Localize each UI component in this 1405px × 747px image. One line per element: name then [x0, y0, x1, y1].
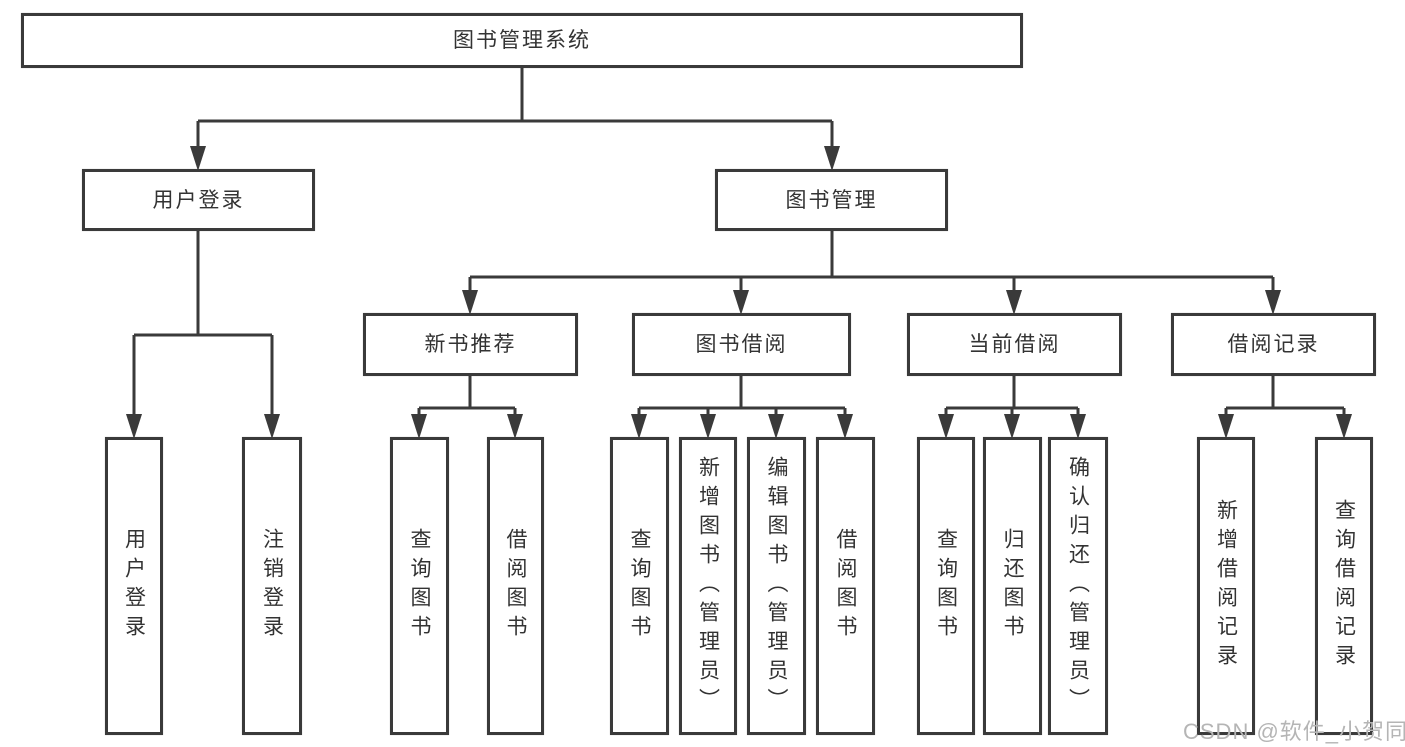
leaf-logout: 注销登录 [242, 437, 302, 735]
connector-bookmgmt-to-level3 [468, 231, 1275, 295]
leaf-query-borrow-record-label: 查询借阅记录 [1332, 499, 1356, 673]
connector-borrowrecords-to-leaves [1224, 376, 1346, 418]
node-book-borrow: 图书借阅 [632, 313, 851, 376]
leaf-borrow-books-recommend-label: 借阅图书 [504, 528, 527, 644]
node-user-login-label: 用户登录 [152, 188, 245, 212]
csdn-watermark: CSDN @软件_小贺同学 [1183, 719, 1405, 744]
arrowheads [126, 146, 1352, 439]
leaf-user-login: 用户登录 [105, 437, 163, 735]
leaf-return-books: 归还图书 [983, 437, 1042, 735]
node-borrow-records-label: 借阅记录 [1227, 333, 1320, 356]
leaf-edit-books-admin: 编辑图书（管理员） [747, 437, 806, 735]
leaf-confirm-return-admin: 确认归还（管理员） [1048, 437, 1108, 735]
leaf-borrow-books-label: 借阅图书 [834, 528, 857, 644]
leaf-query-books-recommend-label: 查询图书 [408, 528, 431, 644]
connector-bookborrow-to-leaves [637, 376, 847, 418]
node-root: 图书管理系统 [21, 13, 1023, 68]
leaf-query-books-recommend: 查询图书 [390, 437, 449, 735]
connector-newbook-to-leaves [417, 376, 517, 418]
leaf-query-books-current-label: 查询图书 [934, 528, 958, 644]
leaf-borrow-books-recommend: 借阅图书 [487, 437, 544, 735]
leaf-query-books-borrow-label: 查询图书 [628, 528, 651, 644]
leaf-logout-label: 注销登录 [260, 528, 284, 644]
node-current-borrow-label: 当前借阅 [968, 333, 1061, 356]
connector-root-to-level2 [196, 68, 834, 152]
node-book-management-label: 图书管理 [785, 188, 878, 212]
leaf-confirm-return-admin-label: 确认归还（管理员） [1066, 455, 1090, 717]
node-new-book-recommend: 新书推荐 [363, 313, 578, 376]
node-book-management: 图书管理 [715, 169, 948, 231]
leaf-query-books-current: 查询图书 [917, 437, 975, 735]
leaf-query-books-borrow: 查询图书 [610, 437, 669, 735]
node-current-borrow: 当前借阅 [907, 313, 1122, 376]
leaf-query-borrow-record: 查询借阅记录 [1315, 437, 1373, 735]
node-new-book-recommend-label: 新书推荐 [424, 333, 517, 356]
node-borrow-records: 借阅记录 [1171, 313, 1376, 376]
leaf-borrow-books: 借阅图书 [816, 437, 875, 735]
leaf-add-books-admin-label: 新增图书（管理员） [696, 455, 720, 717]
leaf-return-books-label: 归还图书 [1001, 528, 1024, 644]
leaf-add-borrow-record: 新增借阅记录 [1197, 437, 1255, 735]
node-root-label: 图书管理系统 [453, 29, 591, 52]
connector-userlogin-to-leaves [132, 231, 274, 418]
node-user-login: 用户登录 [82, 169, 315, 231]
leaf-add-borrow-record-label: 新增借阅记录 [1214, 499, 1238, 673]
node-book-borrow-label: 图书借阅 [695, 333, 788, 356]
leaf-edit-books-admin-label: 编辑图书（管理员） [765, 455, 788, 717]
leaf-user-login-label: 用户登录 [122, 528, 146, 644]
connector-currentborrow-to-leaves [944, 376, 1080, 418]
leaf-add-books-admin: 新增图书（管理员） [679, 437, 737, 735]
